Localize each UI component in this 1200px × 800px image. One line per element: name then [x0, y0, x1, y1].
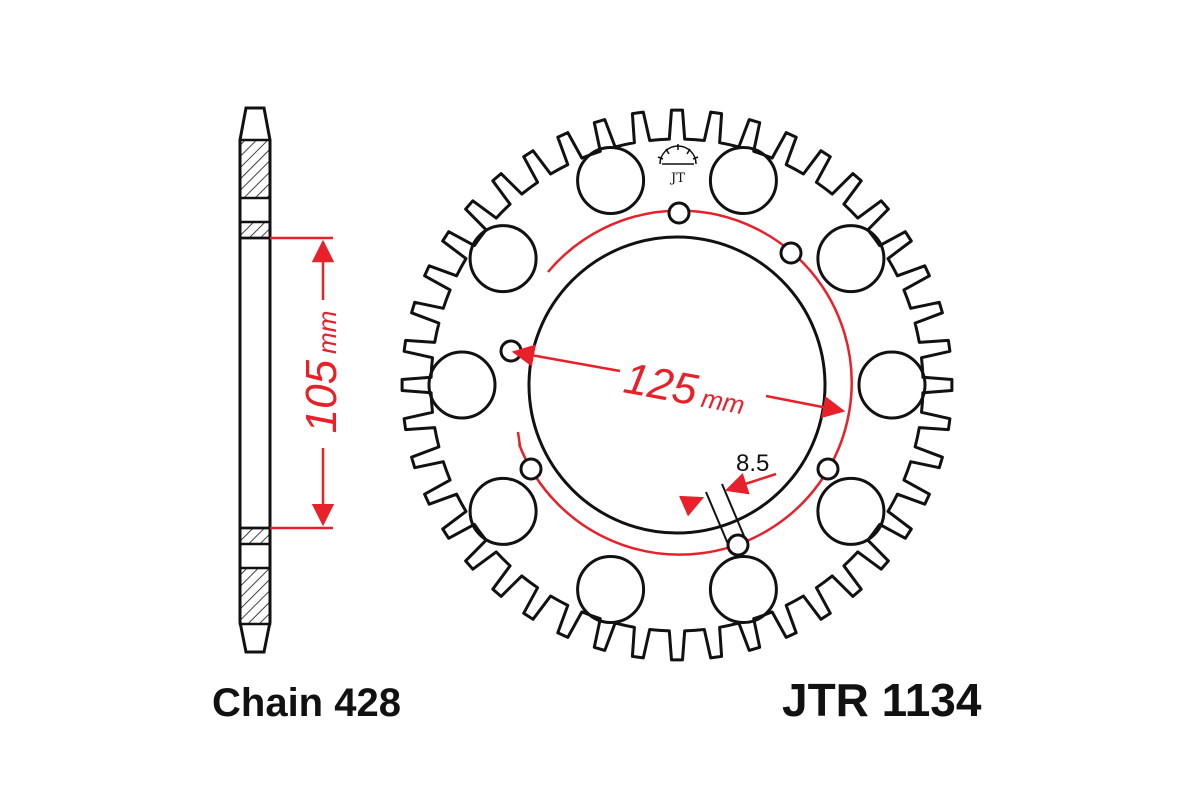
- pitch-circle-tick: [516, 431, 522, 447]
- dim-8-5-label: 8.5: [736, 450, 769, 477]
- lightening-holes: [427, 146, 927, 624]
- profile-hatch-bottom: [238, 566, 272, 626]
- lightening-hole: [857, 350, 927, 420]
- bolt-hole: [779, 241, 803, 265]
- bolt-hole: [519, 457, 543, 481]
- dim-125-value: 125: [620, 354, 702, 416]
- side-profile-view: 105 mm: [238, 106, 346, 654]
- profile-hatch-top-small: [238, 220, 272, 240]
- lightening-hole: [576, 146, 646, 215]
- dimension-8-5: 8.5: [678, 450, 777, 545]
- lightening-hole: [816, 476, 886, 546]
- dim-105-value: 105: [297, 359, 346, 433]
- bolt-hole: [726, 533, 750, 557]
- profile-hatch-top: [238, 138, 272, 200]
- dim-125-label: 125mm: [620, 354, 750, 425]
- profile-outline: [238, 106, 272, 654]
- chain-label: Chain 428: [212, 681, 401, 725]
- part-number-label: JTR 1134: [782, 674, 982, 726]
- svg-text:JT: JT: [669, 171, 685, 186]
- lightening-hole: [708, 555, 778, 624]
- bolt-hole: [667, 201, 691, 225]
- lightening-hole: [427, 350, 497, 420]
- dim-105-unit: mm: [312, 311, 342, 354]
- lightening-hole: [708, 146, 778, 215]
- dim-105-label: 105 mm: [297, 311, 346, 434]
- dimension-105: 105 mm: [270, 236, 346, 530]
- lightening-hole: [468, 224, 538, 294]
- bolt-hole: [816, 457, 840, 481]
- lightening-hole: [576, 555, 646, 624]
- lightening-hole: [468, 476, 538, 546]
- bolt-hole: [499, 339, 523, 363]
- sprocket-tooth-outline: [400, 108, 954, 662]
- sprocket-face-view: JT 125mm 8.5: [400, 108, 954, 662]
- center-bore: [527, 235, 827, 535]
- dim-125-unit: mm: [699, 383, 747, 420]
- dimension-125: 125mm: [511, 344, 846, 425]
- jt-sprockets-logo-icon: JT: [657, 144, 699, 186]
- profile-hatch-bottom-small: [238, 526, 272, 546]
- lightening-hole: [816, 224, 886, 294]
